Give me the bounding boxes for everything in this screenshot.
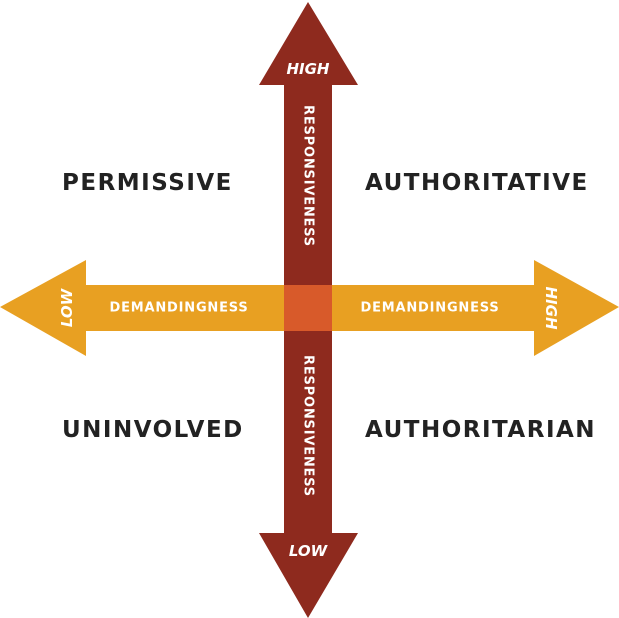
responsiveness-upper-label-rotated: RESPONSIVENESS	[301, 105, 316, 247]
quadrant-permissive-label: PERMISSIVE	[62, 170, 233, 196]
demandingness-right-label: DEMANDINGNESS	[360, 301, 499, 316]
quadrant-authoritative-label: AUTHORITATIVE	[365, 170, 589, 196]
responsiveness-high-label: HIGH	[286, 60, 329, 78]
demandingness-low-label: LOW	[58, 287, 76, 327]
quadrant-uninvolved-label: UNINVOLVED	[62, 417, 244, 443]
axis-intersection	[284, 285, 332, 331]
responsiveness-low-label: LOW	[289, 542, 329, 560]
demandingness-left-label: DEMANDINGNESS	[109, 301, 248, 316]
quadrant-authoritarian-label: AUTHORITARIAN	[365, 417, 596, 443]
responsiveness-lower-label: RESPONSIVENESS	[301, 355, 316, 497]
demandingness-high-label: HIGH	[542, 286, 560, 329]
